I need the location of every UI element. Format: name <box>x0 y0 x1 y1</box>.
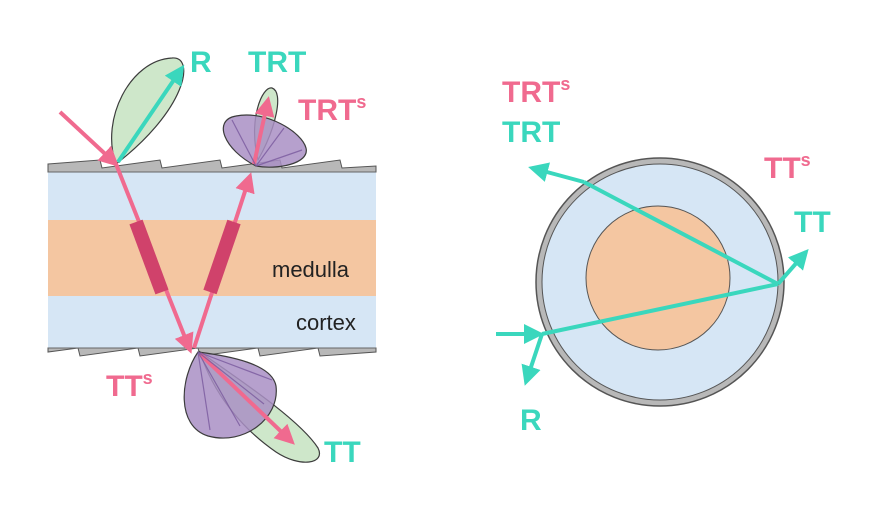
label-trt-s: TRTs <box>298 92 366 127</box>
label-r-cross: R <box>520 404 542 437</box>
trt-s-lobe <box>222 114 307 168</box>
tt-ray <box>198 352 295 445</box>
tt-exit-ray <box>776 248 809 286</box>
medulla-disc <box>585 205 731 351</box>
label-medulla: medulla <box>272 257 350 282</box>
label-cortex: cortex <box>296 310 356 335</box>
trt-s-fan <box>231 119 303 167</box>
cuticle-top <box>47 159 377 173</box>
r-lobe <box>111 57 185 165</box>
label-trt: TRT <box>248 46 306 79</box>
label-tt-cross: TT <box>794 206 831 239</box>
tt-s-fan <box>197 351 273 431</box>
label-trt-cross: TRT <box>502 116 560 149</box>
label-trt-s-cross: TRTs <box>502 74 570 109</box>
label-r: R <box>190 46 212 79</box>
label-tt-s-cross: TTs <box>764 150 811 185</box>
cross-section: TRTs TRT TTs TT R <box>496 74 831 437</box>
trt-exit-ray <box>528 162 585 184</box>
internal-ray-down <box>114 163 194 354</box>
longitudinal-section: R TRT TRTs TTs TT medulla cortex <box>47 46 377 469</box>
internal-reflection <box>583 180 779 286</box>
trt-ray <box>252 96 275 165</box>
r-ray <box>116 64 185 164</box>
label-tt: TT <box>324 436 361 469</box>
label-tt-s: TTs <box>106 368 153 403</box>
refracted-path <box>541 282 779 336</box>
incident-ray <box>58 110 119 167</box>
internal-ray-up <box>192 172 255 349</box>
reflection-r <box>521 333 544 386</box>
